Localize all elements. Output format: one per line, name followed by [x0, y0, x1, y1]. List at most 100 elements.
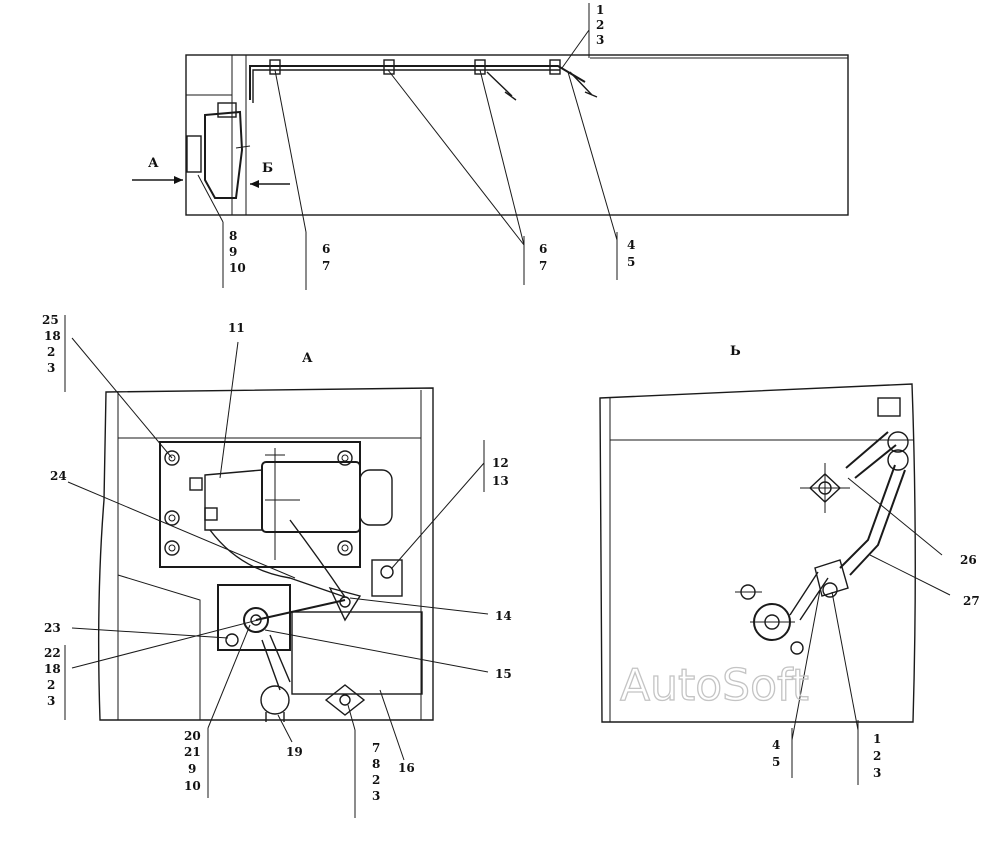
arm-eye	[260, 685, 290, 715]
link-end-bolt	[339, 596, 351, 608]
hose-clips	[269, 59, 561, 75]
callout-label: 25	[42, 313, 59, 327]
callout-label: 23	[44, 621, 61, 635]
motor-terminal	[217, 102, 237, 118]
callout-label: 13	[492, 474, 509, 488]
view-arrow-a-head	[174, 176, 183, 184]
pivot	[243, 607, 269, 633]
leader-line	[561, 29, 590, 69]
pivot-top	[887, 449, 909, 471]
callout-label: 2	[596, 18, 604, 32]
callout-label: 3	[596, 33, 604, 47]
motor-housing	[261, 461, 361, 533]
callout-label: 11	[228, 321, 245, 335]
leader-line	[71, 619, 259, 669]
view-label-a: А	[148, 156, 159, 171]
leader-line	[869, 554, 951, 596]
leader-line	[277, 714, 293, 743]
top-frame	[185, 54, 849, 216]
mount-ear	[324, 684, 366, 716]
hose-line-inner	[252, 69, 560, 103]
callout-label: 24	[50, 469, 67, 483]
leader-line	[567, 71, 618, 241]
callout-label: 4	[627, 238, 635, 252]
leader-line	[264, 629, 489, 673]
motor-body	[204, 110, 244, 199]
callout-label: 3	[47, 361, 55, 375]
callout-label: 14	[495, 609, 512, 623]
bolt	[790, 641, 804, 655]
callout-label: 10	[229, 261, 246, 275]
motor-gearbox	[204, 469, 263, 531]
callout-label: 7	[372, 741, 380, 755]
callout-label: 6	[539, 242, 547, 256]
callout-label: 26	[960, 553, 977, 567]
callout-label: 1	[596, 3, 604, 17]
terminal	[204, 507, 218, 521]
leader-line	[71, 627, 229, 639]
callout-label: 5	[627, 255, 635, 269]
leader-line	[347, 704, 356, 731]
leader-line	[479, 69, 525, 246]
callout-label: 2	[873, 749, 881, 763]
callout-label: 21	[184, 745, 201, 759]
callout-label: 9	[188, 762, 196, 776]
link-rod	[255, 599, 346, 621]
callout-label: 5	[772, 755, 780, 769]
bolt-23	[225, 633, 239, 647]
motor-plate	[159, 441, 361, 568]
link-26	[845, 431, 897, 479]
leader-line	[387, 69, 525, 246]
leader-line	[274, 69, 307, 233]
leader-line	[791, 589, 821, 741]
detail-b-title: Ь	[730, 344, 741, 359]
top-view: 1 2 3 8 9 10 6 7 6 7 4 5 А Б	[132, 3, 849, 290]
terminal	[189, 477, 203, 491]
callout-label: 8	[372, 757, 380, 771]
callout-label: 9	[229, 245, 237, 259]
washer-nozzle	[486, 71, 517, 101]
connector	[789, 571, 829, 621]
callout-label: 7	[322, 259, 330, 273]
view-label-b: Б	[262, 161, 273, 176]
motor-bracket	[186, 135, 202, 173]
callout-label: 3	[873, 766, 881, 780]
mount-ear-bolt	[339, 694, 351, 706]
wire-harness	[209, 529, 346, 598]
rod-27	[839, 464, 906, 576]
leader-line	[379, 689, 405, 761]
detail-view-b: Ь 26 27 4 5 1 2 3 AutoSoft	[599, 344, 980, 785]
leader-line	[197, 174, 224, 223]
leader-line	[219, 341, 239, 479]
callout-label: 6	[322, 242, 330, 256]
leader-line	[391, 462, 485, 569]
watermark: AutoSoft	[620, 660, 809, 711]
callout-label: 3	[372, 789, 380, 803]
callout-label: 18	[44, 329, 61, 343]
motor-detail	[235, 145, 251, 149]
callout-label: 4	[772, 738, 780, 752]
washer-nozzle	[569, 71, 598, 98]
arm-19	[261, 634, 291, 691]
detail-a-frame	[97, 387, 434, 721]
bracket-12-13	[371, 559, 403, 597]
detail-b-frame	[599, 383, 916, 723]
cover-16	[291, 611, 423, 695]
link-end	[328, 586, 362, 622]
view-arrow-b-head	[250, 180, 259, 188]
mount-block	[217, 584, 291, 651]
callout-label: 2	[372, 773, 380, 787]
callout-label: 22	[44, 646, 61, 660]
leader-line	[831, 591, 859, 731]
callout-label: 19	[286, 745, 303, 759]
clamp	[814, 559, 849, 597]
clamp-bolt	[822, 582, 838, 598]
leader-line	[847, 477, 943, 556]
leader-line	[349, 597, 489, 615]
callout-label: 27	[963, 594, 980, 608]
callout-label: 8	[229, 229, 237, 243]
leader-line	[67, 481, 296, 579]
callout-label: 2	[47, 345, 55, 359]
arm-stem	[265, 712, 285, 722]
